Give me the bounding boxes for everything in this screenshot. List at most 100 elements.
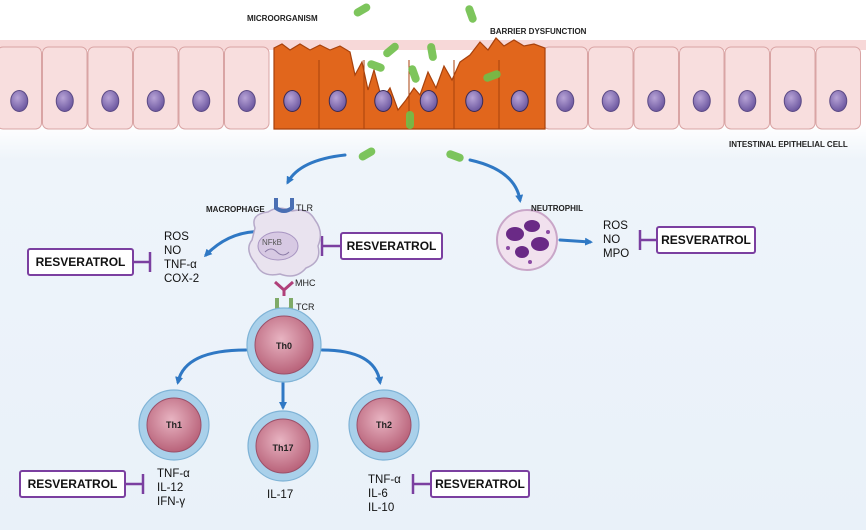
tlr-label: TLR bbox=[296, 203, 314, 213]
mediator-item: MPO bbox=[603, 248, 630, 260]
resveratrol-box-neutrophil: RESVERATROL bbox=[656, 226, 756, 254]
epithelial-cell bbox=[633, 46, 679, 130]
nucleus bbox=[783, 90, 802, 112]
neutrophil-cell bbox=[496, 209, 558, 271]
nucleus bbox=[237, 90, 256, 112]
th2-mediators: TNF-α IL-6 IL-10 bbox=[368, 473, 401, 515]
macrophage-label: MACROPHAGE bbox=[206, 205, 265, 214]
cell-nucleus bbox=[146, 397, 202, 453]
nucleus bbox=[328, 90, 347, 112]
mhc-receptor-icon bbox=[274, 280, 294, 296]
cell-nucleus bbox=[254, 315, 314, 375]
th0-label: Th0 bbox=[275, 341, 292, 351]
arrow-to-neutrophil bbox=[468, 158, 524, 203]
cell-nucleus bbox=[255, 418, 311, 474]
epithelial-cell bbox=[542, 46, 588, 130]
arrow-neutrophil-to-mediators bbox=[558, 237, 593, 246]
mediator-item: NO bbox=[603, 234, 621, 246]
resveratrol-box-macrophage: RESVERATROL bbox=[340, 232, 443, 260]
nucleus bbox=[55, 90, 74, 112]
mediator-item: IL-17 bbox=[267, 489, 294, 501]
bacterium bbox=[358, 147, 376, 161]
nucleus bbox=[829, 90, 848, 112]
nucleus bbox=[647, 90, 666, 112]
th17-label: Th17 bbox=[272, 443, 294, 453]
macrophage-cell bbox=[248, 198, 322, 296]
arrows bbox=[175, 153, 593, 410]
th1-mediators: TNF-α IL-12 IFN-γ bbox=[157, 467, 190, 509]
mediator-item: COX-2 bbox=[164, 273, 200, 285]
th2-cell bbox=[348, 389, 420, 461]
nucleus bbox=[510, 90, 529, 112]
th1-label: Th1 bbox=[165, 420, 182, 430]
epithelial-cell bbox=[679, 46, 725, 130]
nucleus bbox=[692, 90, 711, 112]
mediator-item: IL-12 bbox=[157, 482, 184, 494]
epithelial-cell bbox=[133, 46, 179, 130]
epithelial-cell bbox=[42, 46, 88, 130]
mediator-item: TNF-α bbox=[164, 259, 197, 271]
microorganism-label: MICROORGANISM bbox=[247, 14, 318, 23]
epithelial-cell bbox=[770, 46, 816, 130]
barrier-dysfunction-label: BARRIER DYSFUNCTION bbox=[490, 27, 587, 36]
tcr-label: TCR bbox=[296, 302, 315, 312]
epithelial-cell bbox=[87, 46, 133, 130]
nucleus bbox=[465, 90, 484, 112]
bacterium bbox=[446, 150, 464, 162]
resveratrol-box-th2: RESVERATROL bbox=[430, 470, 530, 498]
th1-cell bbox=[138, 389, 210, 461]
bacterium bbox=[465, 5, 477, 23]
mhc-label: MHC bbox=[295, 278, 316, 288]
tlr-receptor-icon bbox=[274, 198, 294, 213]
mediator-item: TNF-α bbox=[368, 474, 401, 486]
mediator-item: IL-6 bbox=[368, 488, 388, 500]
nfkb-label: NFkB bbox=[262, 238, 282, 247]
nucleus bbox=[146, 90, 165, 112]
epithelial-nuclei bbox=[10, 90, 848, 112]
mediator-item: NO bbox=[164, 245, 182, 257]
nucleus bbox=[10, 90, 29, 112]
nucleus bbox=[283, 90, 302, 112]
bacterium bbox=[408, 65, 420, 83]
mediator-item: TNF-α bbox=[157, 468, 190, 480]
mediator-item: ROS bbox=[164, 231, 189, 243]
th2-label: Th2 bbox=[375, 420, 392, 430]
bacterium bbox=[427, 43, 437, 61]
epithelial-cell bbox=[0, 46, 42, 130]
nucleus bbox=[556, 90, 575, 112]
bacterium bbox=[353, 3, 371, 17]
mediator-item: IL-10 bbox=[368, 502, 395, 514]
intestinal-epithelial-cell-label: INTESTINAL EPITHELIAL CELL bbox=[729, 140, 848, 149]
th17-mediators: IL-17 bbox=[267, 488, 293, 502]
nucleus bbox=[101, 90, 120, 112]
arrow-to-macrophage bbox=[286, 153, 347, 185]
th17-cell bbox=[247, 410, 319, 482]
epithelial-cell bbox=[588, 46, 634, 130]
bacterium bbox=[483, 70, 501, 82]
nucleus bbox=[374, 90, 393, 112]
resveratrol-box-macrophage-mediators: RESVERATROL bbox=[27, 248, 134, 276]
healthy-epithelial-cells bbox=[0, 46, 861, 130]
mediator-item: IFN-γ bbox=[157, 496, 186, 508]
mediator-item: ROS bbox=[603, 220, 628, 232]
nucleus bbox=[601, 90, 620, 112]
arrow-th0-to-th1 bbox=[175, 348, 248, 385]
epithelial-cell bbox=[815, 46, 861, 130]
t-cells bbox=[138, 307, 420, 482]
neutrophil-label: NEUTROPHIL bbox=[531, 204, 583, 213]
bacterium bbox=[406, 111, 414, 129]
epithelial-cell bbox=[224, 46, 270, 130]
epithelial-cell bbox=[178, 46, 224, 130]
nucleus bbox=[419, 90, 438, 112]
cell-nucleus bbox=[356, 397, 412, 453]
nucleus bbox=[192, 90, 211, 112]
nucleus bbox=[738, 90, 757, 112]
inhibition-connectors bbox=[126, 230, 656, 494]
resveratrol-box-th1: RESVERATROL bbox=[19, 470, 126, 498]
microorganism-particles bbox=[353, 3, 501, 162]
macrophage-mediators: ROS NO TNF-α COX-2 bbox=[164, 230, 199, 286]
epithelium bbox=[0, 37, 866, 130]
arrow-th0-to-th2 bbox=[320, 348, 384, 385]
